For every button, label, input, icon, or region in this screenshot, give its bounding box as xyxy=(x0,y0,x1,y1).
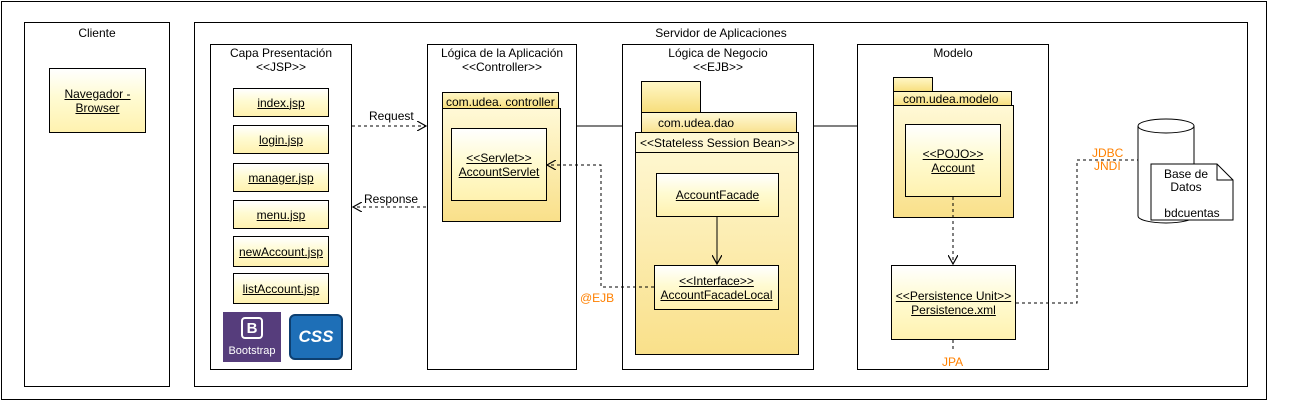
jsp-listaccount[interactable]: listAccount.jsp xyxy=(233,273,329,304)
database-schema: bdcuentas xyxy=(1164,206,1220,220)
jsp-manager-label: manager.jsp xyxy=(248,170,314,185)
servidor-title: Servidor de Aplicaciones xyxy=(655,26,787,40)
ejb-injection-line xyxy=(547,165,654,288)
modelo-package-header xyxy=(893,91,1012,106)
jsp-manager[interactable]: manager.jsp xyxy=(233,163,329,192)
presentacion-stereotype: <<JSP>> xyxy=(255,60,307,74)
account-facade-local-box[interactable]: <<Interface>> AccountFacadeLocal xyxy=(654,265,779,310)
logica-app-title: Lógica de la Aplicación xyxy=(440,46,564,60)
modelo-package-tab xyxy=(893,77,933,92)
jpa-label: JPA xyxy=(942,355,964,369)
dao-package-name: com.udea.dao xyxy=(658,116,735,130)
jsp-newaccount[interactable]: newAccount.jsp xyxy=(233,236,329,267)
request-label: Request xyxy=(369,109,414,123)
database-name-2: Datos xyxy=(1170,180,1202,194)
jndi-label: JNDI xyxy=(1094,159,1121,173)
logica-negocio-stereotype: <<EJB>> xyxy=(692,60,744,74)
jsp-newaccount-label: newAccount.jsp xyxy=(238,244,324,259)
database-note xyxy=(1150,163,1234,221)
dao-package-header xyxy=(641,112,797,134)
modelo-package-name: com.udea.modelo xyxy=(903,92,999,106)
logica-app-stereotype: <<Controller>> xyxy=(461,60,543,74)
persistence-unit-box[interactable]: <<Persistence Unit>> Persistence.xml xyxy=(891,265,1016,340)
jsp-login[interactable]: login.jsp xyxy=(233,125,329,154)
servlet-name: AccountServlet xyxy=(458,164,540,179)
diagram-frame xyxy=(1,1,1267,400)
browser-label: Navegador - Browser xyxy=(64,86,131,115)
ejb-label: @EJB xyxy=(580,291,615,305)
dao-package-tab xyxy=(641,81,701,113)
presentacion-title: Capa Presentación xyxy=(229,46,333,60)
browser-box[interactable]: Navegador - Browser xyxy=(49,68,146,133)
jsp-login-label: login.jsp xyxy=(258,132,304,147)
servlet-stereotype: <<Servlet>> xyxy=(466,150,532,165)
persistence-db-line xyxy=(1016,159,1138,304)
account-facade-label: AccountFacade xyxy=(675,188,760,202)
bootstrap-logo: B Bootstrap xyxy=(223,312,281,362)
jsp-index-label: index.jsp xyxy=(257,95,305,110)
pojo-stereotype: <<POJO>> xyxy=(922,146,984,161)
interface-name: AccountFacadeLocal xyxy=(660,287,773,302)
controller-package-name: com.udea. controller xyxy=(446,95,555,109)
servlet-box[interactable]: <<Servlet>> AccountServlet xyxy=(451,128,547,201)
bootstrap-label: Bootstrap xyxy=(228,345,276,357)
pojo-name: Account xyxy=(931,160,975,175)
bootstrap-b-icon: B xyxy=(241,317,263,339)
css-label: CSS xyxy=(298,327,334,346)
database-note-fold xyxy=(1216,164,1233,181)
session-bean-stereotype: <<Stateless Session Bean>> xyxy=(640,136,795,150)
interface-stereotype: <<Interface>> xyxy=(679,273,754,288)
jsp-menu-label: menu.jsp xyxy=(256,207,306,222)
jsp-listaccount-label: listAccount.jsp xyxy=(242,281,320,296)
jsp-index[interactable]: index.jsp xyxy=(233,88,329,117)
logica-negocio-title: Lógica de Negocio xyxy=(668,46,768,60)
modelo-title: Modelo xyxy=(933,46,973,60)
jdbc-label: JDBC xyxy=(1092,146,1124,160)
pojo-box[interactable]: <<POJO>> Account xyxy=(905,124,1001,197)
jsp-menu[interactable]: menu.jsp xyxy=(233,200,329,229)
css-logo: CSS xyxy=(289,314,343,360)
account-facade-box[interactable]: AccountFacade xyxy=(656,173,779,217)
database-name-1: Base de xyxy=(1163,167,1209,181)
pu-stereotype: <<Persistence Unit>> xyxy=(895,288,1012,303)
servidor-node: Servidor de Aplicaciones xyxy=(194,22,1248,387)
controller-package-tab xyxy=(442,92,559,109)
session-bean-divider xyxy=(635,152,799,153)
cliente-node: Cliente Navegador - Browser xyxy=(24,22,170,387)
pu-name: Persistence.xml xyxy=(911,302,996,317)
cliente-title: Cliente xyxy=(78,26,116,40)
response-label: Response xyxy=(364,192,419,206)
